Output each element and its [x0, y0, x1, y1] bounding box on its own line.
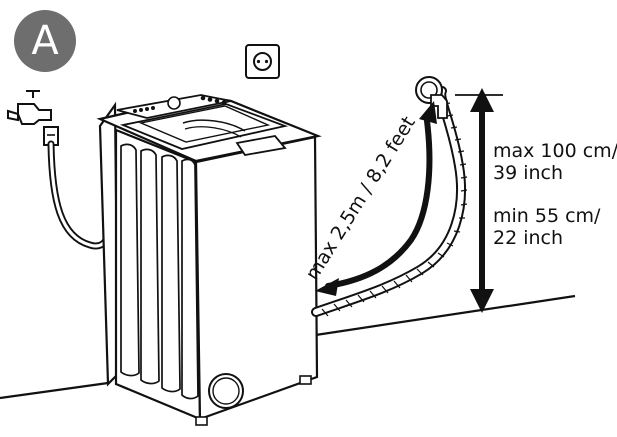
washing-machine-icon — [96, 94, 322, 426]
water-tap-icon — [7, 90, 59, 146]
min-height-label-line1: min 55 cm/ — [493, 205, 601, 227]
wall-socket-icon — [245, 44, 280, 79]
max-height-label-line2: 39 inch — [493, 162, 564, 184]
height-arrowhead-top — [470, 88, 494, 112]
section-badge: A — [14, 10, 76, 72]
floor-line-right — [308, 294, 576, 338]
hose-length-arrowhead-end — [419, 101, 437, 124]
height-arrowhead-bottom — [470, 289, 494, 313]
min-height-label: min 55 cm/ 22 inch — [493, 205, 600, 249]
max-height-label: max 100 cm/ 39 inch — [493, 140, 617, 184]
hose-length-arrow — [325, 118, 433, 289]
drain-outlet-icon — [415, 76, 448, 119]
max-height-label-line1: max 100 cm/ — [493, 140, 617, 162]
hose-length-arrowhead-start — [315, 278, 339, 296]
water-inlet-hose — [47, 140, 112, 250]
min-height-label-line2: 22 inch — [493, 227, 564, 249]
floor-line-left — [0, 381, 109, 400]
